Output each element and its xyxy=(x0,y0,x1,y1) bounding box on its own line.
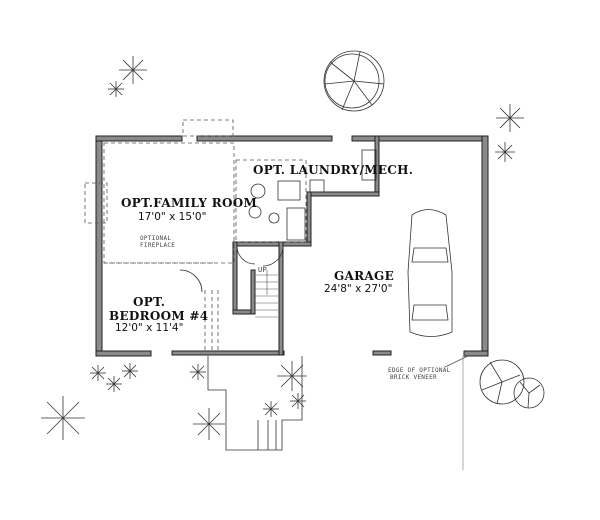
room-label-garage: GARAGE xyxy=(334,269,395,283)
veneer-note-line2: BRICK VENEER xyxy=(390,374,437,381)
room-label-laundry: OPT. LAUNDRY/MECH. xyxy=(253,163,414,177)
veneer-note-line1: EDGE OF OPTIONAL xyxy=(388,367,451,374)
laundry-fixtures xyxy=(248,149,377,241)
fireplace-note-line2: FIREPLACE xyxy=(140,242,176,249)
stair-up-label: UP xyxy=(258,266,268,274)
optional-partitions xyxy=(84,119,307,350)
tree-icon xyxy=(41,56,524,440)
exterior-walls xyxy=(95,135,489,357)
fireplace-note-line1: OPTIONAL xyxy=(140,235,172,242)
stairs xyxy=(255,270,278,318)
room-label-bedroom-line2: BEDROOM #4 xyxy=(109,309,209,323)
room-label-family: OPT.FAMILY ROOM xyxy=(121,196,258,210)
interior-walls xyxy=(232,135,380,356)
door-swings xyxy=(179,245,284,293)
room-label-bedroom-line1: OPT. xyxy=(133,295,166,309)
car-icon xyxy=(407,209,453,337)
front-walk xyxy=(207,355,469,470)
deciduous-tree-icon xyxy=(323,50,545,409)
room-dim-garage: 24'8" x 27'0" xyxy=(324,283,393,295)
room-dim-family: 17'0" x 15'0" xyxy=(138,211,207,223)
room-dim-bedroom: 12'0" x 11'4" xyxy=(115,322,184,334)
